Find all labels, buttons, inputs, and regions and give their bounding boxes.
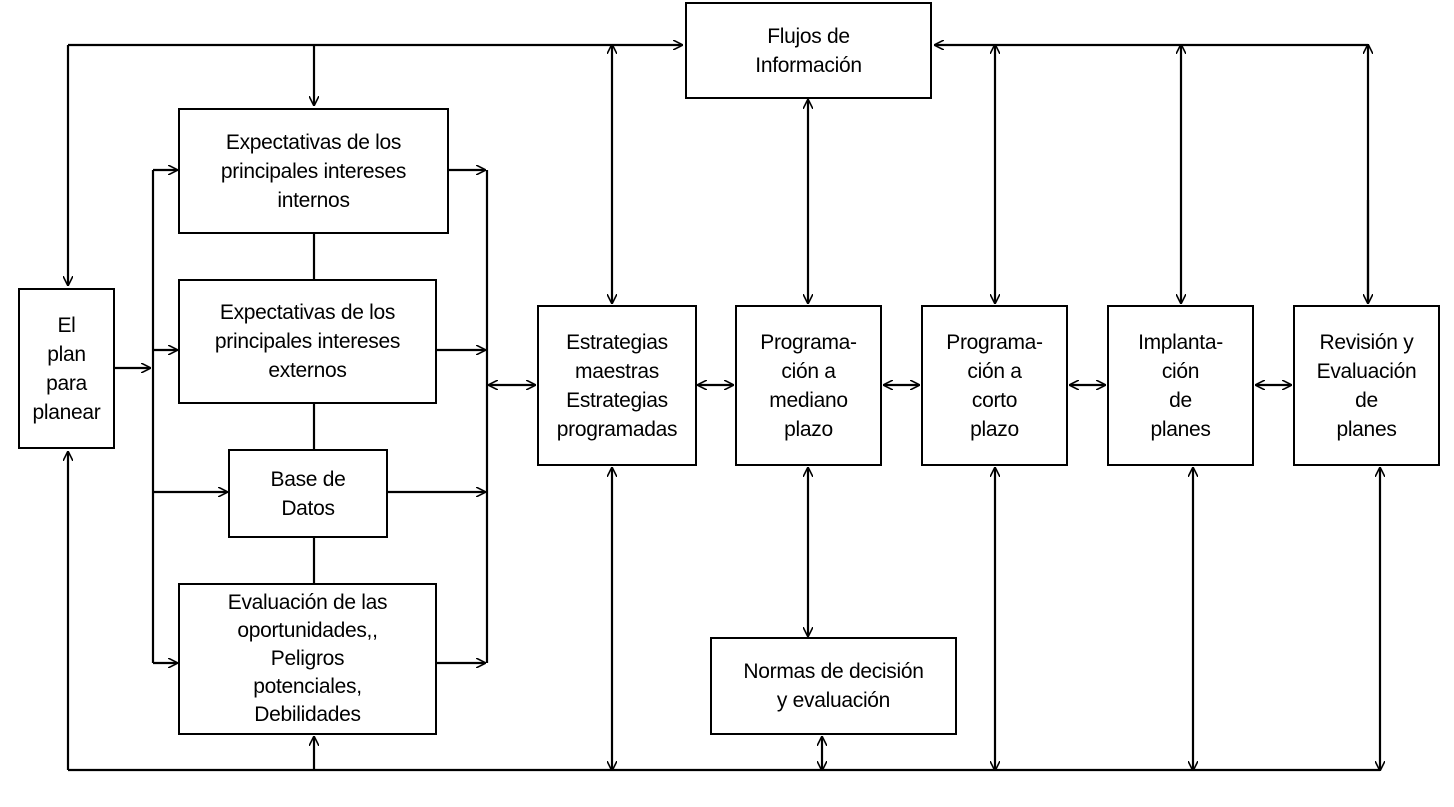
evaluacion-oportunidades-label: Evaluación de las oportunidades,, Peligr… <box>227 591 388 726</box>
estrategias-label: Estrategias maestras Estrategias program… <box>556 330 678 441</box>
evaluacion-oportunidades-box: Evaluación de las oportunidades,, Peligr… <box>178 583 437 735</box>
expectativas-internos-box: Expectativas de los principales interese… <box>178 108 449 234</box>
normas-decision-box: Normas de decisión y evaluación <box>710 637 957 735</box>
base-de-datos-label: Base de Datos <box>270 467 346 520</box>
normas-decision-label: Normas de decisión y evaluación <box>743 660 924 712</box>
flujos-de-informacion-box: Flujos de Información <box>685 2 932 99</box>
flujos-de-informacion-label: Flujos de Información <box>755 24 862 77</box>
implantacion-de-planes-box: Implanta- ción de planes <box>1107 305 1254 466</box>
expectativas-externos-box: Expectativas de los principales interese… <box>178 279 437 404</box>
implantacion-de-planes-label: Implanta- ción de planes <box>1138 330 1223 441</box>
revision-evaluacion-box: Revisión y Evaluación de planes <box>1293 305 1440 466</box>
programacion-mediano-plazo-label: Programa- ción a mediano plazo <box>760 330 857 441</box>
estrategias-box: Estrategias maestras Estrategias program… <box>537 305 697 466</box>
plan-para-planear-box: El plan para planear <box>18 288 115 449</box>
revision-evaluacion-label: Revisión y Evaluación de planes <box>1316 330 1417 441</box>
programacion-mediano-plazo-box: Programa- ción a mediano plazo <box>735 305 882 466</box>
base-de-datos-box: Base de Datos <box>228 449 388 538</box>
programacion-corto-plazo-box: Programa- ción a corto plazo <box>921 305 1068 466</box>
programacion-corto-plazo-label: Programa- ción a corto plazo <box>946 330 1043 441</box>
plan-para-planear-label: El plan para planear <box>32 313 101 424</box>
expectativas-internos-label: Expectativas de los principales interese… <box>220 130 407 212</box>
expectativas-externos-label: Expectativas de los principales interese… <box>214 301 401 382</box>
